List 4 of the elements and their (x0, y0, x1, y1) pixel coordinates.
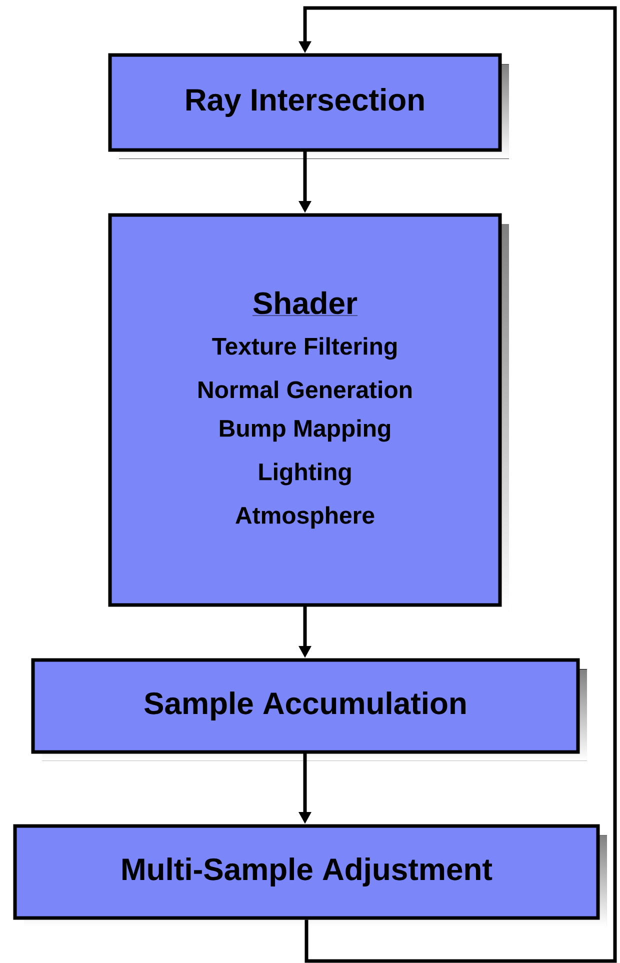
process-box: Sample Accumulation (31, 658, 580, 754)
process-box: Shader Texture Filtering Normal Generation Bump Mapping Lighting Atmosphere (108, 213, 502, 607)
process-box: Multi-Sample Adjustment (13, 824, 600, 920)
process-box: Ray Intersection (108, 53, 502, 152)
